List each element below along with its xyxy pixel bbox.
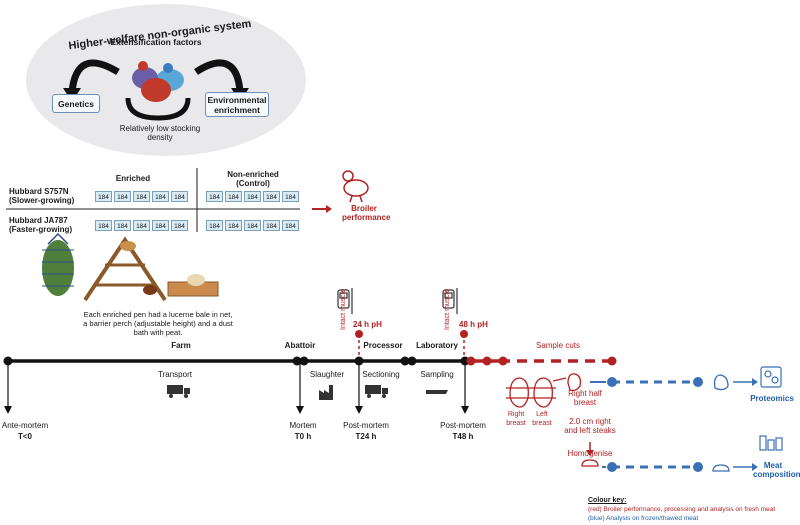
pen-cell: 184 xyxy=(171,220,188,231)
pen-cell: 184 xyxy=(263,191,280,202)
chickens-icon xyxy=(132,61,184,102)
breed1-type: (Slower-growing) xyxy=(9,196,75,205)
intact-muscle-1: Intact muscle xyxy=(340,288,347,330)
process-sectioning: Sectioning xyxy=(362,370,400,379)
truck-icon-2 xyxy=(365,385,388,398)
pen-cell: 184 xyxy=(95,191,112,202)
performance-arrow xyxy=(326,205,332,213)
ph-meter-icons xyxy=(337,288,458,314)
stage-farm: Farm xyxy=(171,341,191,350)
composition-icon xyxy=(759,435,783,451)
left-curved-arrow xyxy=(68,59,120,93)
stage-abattoir: Abattoir xyxy=(284,341,316,350)
breed2-name: Hubbard JA787 xyxy=(9,216,68,225)
pen-cell: 184 xyxy=(114,220,131,231)
pen-cell: 184 xyxy=(95,220,112,231)
postmortem24-time: T24 h xyxy=(355,432,377,441)
pen-cell: 184 xyxy=(225,220,242,231)
stage-laboratory: Laboratory xyxy=(416,341,458,350)
key-blue: (blue) Analysis on frozen/thawed meat xyxy=(588,515,699,522)
knife-icon xyxy=(426,390,448,394)
process-sampling: Sampling xyxy=(420,370,454,379)
pen-cell: 184 xyxy=(244,220,261,231)
homogenate-icon-red xyxy=(581,459,599,467)
proteomics-label: Proteomics xyxy=(750,394,794,403)
right-curved-arrow xyxy=(194,59,244,93)
mortem-time: T0 h xyxy=(294,432,312,441)
enrichment-box: Environmental enrichment xyxy=(205,92,269,117)
breast-icons xyxy=(506,373,582,408)
density-label: Relatively low stocking density xyxy=(119,124,201,142)
left-breast-label: Left breast xyxy=(532,411,552,427)
right-half-breast-label: Right half breast xyxy=(568,389,602,407)
process-slaughter: Slaughter xyxy=(309,370,345,379)
proteomics-icon xyxy=(760,366,782,388)
broiler-icon xyxy=(342,170,369,203)
key-title: Colour key: xyxy=(588,497,627,504)
nonenriched-label: Non-enriched xyxy=(227,170,279,179)
factory-icon xyxy=(319,385,333,400)
pen-cell: 184 xyxy=(244,191,261,202)
right-breast-label: Right breast xyxy=(506,411,526,427)
broiler-performance: Broiler performance xyxy=(342,204,391,222)
ph-24: 24 h pH xyxy=(353,320,382,329)
enrichment-illustration xyxy=(42,232,219,302)
pen-cell: 184 xyxy=(206,220,223,231)
postmortem48-label: Post-mortem xyxy=(440,421,486,430)
pen-caption: Each enriched pen had a lucerne bale in … xyxy=(83,310,233,337)
pen-cell: 184 xyxy=(152,191,169,202)
pen-cell: 184 xyxy=(263,220,280,231)
postmortem48-time: T48 h xyxy=(452,432,474,441)
pen-cell: 184 xyxy=(282,191,299,202)
enriched-label: Enriched xyxy=(115,174,151,183)
density-bracket xyxy=(125,97,191,121)
pen-cell: 184 xyxy=(171,191,188,202)
mortem-label: Mortem xyxy=(289,421,317,430)
frozen-breast-icon xyxy=(713,374,729,391)
ph-48: 48 h pH xyxy=(459,320,488,329)
pen-cell: 184 xyxy=(152,220,169,231)
pen-cell: 184 xyxy=(114,191,131,202)
meat-composition-label: Meat composition xyxy=(753,461,800,479)
control-label: (Control) xyxy=(236,179,270,188)
pen-cell: 184 xyxy=(282,220,299,231)
pen-cell: 184 xyxy=(225,191,242,202)
pen-cell: 184 xyxy=(206,191,223,202)
genetics-box: Genetics xyxy=(52,94,100,113)
steaks-label: 2.0 cm right and left steaks xyxy=(564,417,616,435)
down-arrows xyxy=(7,361,466,408)
intact-muscle-2: Intact muscle xyxy=(444,288,451,330)
antemortem-label: Ante-mortem xyxy=(1,421,49,430)
homogenate-icon-blue xyxy=(712,464,730,472)
stage-sample-cuts: Sample cuts xyxy=(535,341,581,350)
factors-title: Extensification factors xyxy=(110,37,202,47)
pen-cell: 184 xyxy=(133,191,150,202)
process-transport: Transport xyxy=(158,370,192,379)
pen-cell: 184 xyxy=(133,220,150,231)
antemortem-time: T<0 xyxy=(17,432,33,441)
key-red: (red) Broiler performance, processing an… xyxy=(588,506,776,513)
postmortem24-label: Post-mortem xyxy=(343,421,389,430)
truck-icon-1 xyxy=(167,385,190,398)
breed1-name: Hubbard S757N xyxy=(9,187,69,196)
breed2-type: (Faster-growing) xyxy=(9,225,73,234)
stage-processor: Processor xyxy=(363,341,403,350)
homogenise-label: Homogenise xyxy=(567,449,613,458)
